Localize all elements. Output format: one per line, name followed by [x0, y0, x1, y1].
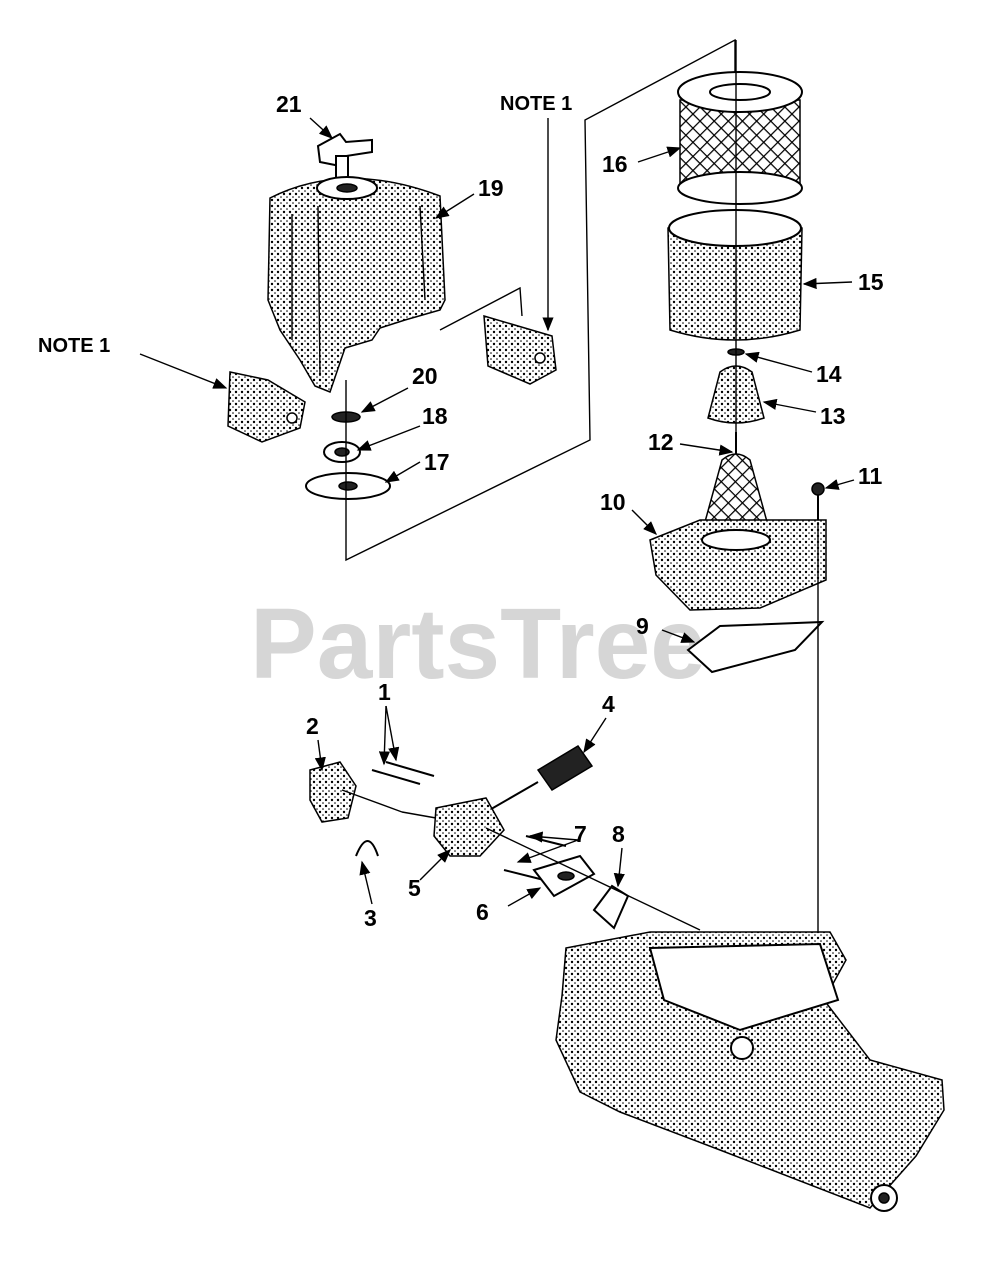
callout-8: 8 — [612, 821, 625, 847]
part-11-screw — [811, 482, 825, 520]
part-15-prefilter — [667, 209, 803, 341]
bracket-left — [227, 371, 306, 443]
callout-12: 12 — [648, 429, 674, 455]
engine-housing — [555, 931, 945, 1212]
callout-21: 21 — [276, 91, 302, 117]
callout-1: 1 — [378, 679, 391, 705]
callout-20: 20 — [412, 363, 438, 389]
callout-3: 3 — [364, 905, 377, 931]
callout-2: 2 — [306, 713, 319, 739]
callout-14: 14 — [816, 361, 842, 387]
assembly-lines-lower — [341, 789, 701, 931]
watermark-text: PartsTree — [250, 588, 706, 700]
callout-15: 15 — [858, 269, 884, 295]
part-19-cover — [267, 176, 446, 393]
assembly-line-right — [735, 40, 819, 940]
part-16-filter-element — [677, 71, 803, 205]
part-6-adaptor — [532, 854, 596, 898]
assembly-lines-left — [345, 38, 736, 562]
part-8-gasket — [592, 884, 630, 930]
part-5-carburetor — [433, 797, 505, 857]
part-1-screws — [371, 761, 435, 785]
callout-7: 7 — [574, 821, 587, 847]
leader-arrows — [139, 117, 855, 907]
bracket-right — [483, 314, 557, 385]
callout-4: 4 — [602, 691, 615, 717]
callout-10: 10 — [600, 489, 626, 515]
part-10-filter-base — [649, 453, 827, 611]
callout-11: 11 — [858, 463, 883, 489]
note-1-label-left: NOTE 1 — [38, 335, 110, 357]
callout-9: 9 — [636, 613, 649, 639]
callout-19: 19 — [478, 175, 504, 201]
part-4-fuel-line — [485, 744, 594, 813]
callout-18: 18 — [422, 403, 448, 429]
part-17-base-plate — [305, 472, 391, 500]
callout-17: 17 — [424, 449, 450, 475]
part-18-grommet — [323, 441, 361, 463]
part-2-boot — [309, 761, 357, 823]
part-21-wing-knob — [316, 132, 373, 179]
part-3-clip — [355, 840, 379, 857]
callout-16: 16 — [602, 151, 628, 177]
part-9-gasket — [686, 620, 825, 674]
callout-6: 6 — [476, 899, 489, 925]
note-1-label-right: NOTE 1 — [500, 93, 572, 115]
callout-13: 13 — [820, 403, 846, 429]
callout-5: 5 — [408, 875, 421, 901]
